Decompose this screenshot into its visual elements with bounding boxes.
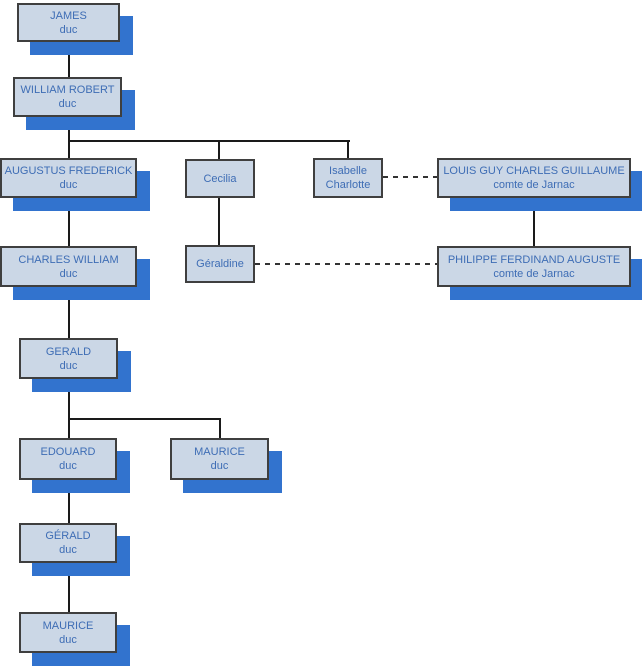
tree-node-gerald: GERALD duc: [19, 338, 118, 379]
tree-node-philippe: PHILIPPE FERDINAND AUGUSTE comte de Jarn…: [437, 246, 631, 287]
marriage-line-isabelle-louis: [383, 176, 437, 178]
person-name: MAURICE: [42, 619, 94, 632]
connector-edouard-gerald2: [68, 480, 70, 523]
person-name: JAMES: [50, 9, 87, 22]
person-name: MAURICE: [194, 446, 245, 458]
connector-william-augustus: [68, 117, 70, 158]
tree-node-maurice-1: MAURICE duc: [170, 438, 269, 480]
tree-node-edouard: EDOUARD duc: [19, 438, 117, 480]
connector-charles-gerald: [68, 287, 70, 338]
person-name: GERALD: [45, 345, 92, 358]
connector-branch-isabelle: [347, 140, 349, 158]
tree-node-augustus-frederick: AUGUSTUS FREDERICK duc: [0, 158, 137, 198]
person-title: duc: [59, 359, 78, 372]
person-title: duc: [58, 98, 77, 110]
connector-gerald2-maurice2: [68, 563, 70, 612]
person-name: Cecilia: [203, 172, 237, 185]
person-title: duc: [59, 633, 77, 646]
person-name: Géraldine: [196, 258, 244, 270]
person-name: CHARLES WILLIAM: [18, 253, 119, 266]
connector-branch-cecilia: [218, 140, 220, 159]
person-title: comte de Jarnac: [493, 267, 575, 280]
person-name-2: Charlotte: [325, 179, 371, 191]
connector-cecilia-geraldine: [218, 198, 220, 245]
tree-node-maurice-2: MAURICE duc: [19, 612, 117, 653]
person-title: duc: [59, 544, 77, 556]
tree-node-james: JAMES duc: [17, 3, 120, 42]
connector-branch-row3: [68, 140, 350, 142]
connector-louis-philippe: [533, 198, 535, 246]
tree-node-gerald-2: GÉRALD duc: [19, 523, 117, 563]
person-title: duc: [59, 460, 77, 472]
person-title: duc: [210, 460, 229, 472]
connector-james-william: [68, 42, 70, 77]
person-title: comte de Jarnac: [493, 179, 575, 191]
person-name: Isabelle: [329, 165, 367, 177]
connector-branch-maurice: [219, 418, 221, 438]
person-title: duc: [59, 267, 78, 280]
person-name: GÉRALD: [45, 530, 91, 542]
tree-node-geraldine: Géraldine: [185, 245, 255, 283]
person-title: duc: [59, 179, 78, 191]
connector-branch-row6: [68, 418, 221, 420]
connector-augustus-charles: [68, 198, 70, 246]
person-name: WILLIAM ROBERT: [20, 84, 115, 96]
tree-node-louis-guy: LOUIS GUY CHARLES GUILLAUME comte de Jar…: [437, 158, 631, 198]
person-title: duc: [59, 23, 78, 36]
tree-node-william-robert: WILLIAM ROBERT duc: [13, 77, 122, 117]
person-name: EDOUARD: [40, 446, 96, 458]
person-name: LOUIS GUY CHARLES GUILLAUME: [443, 165, 625, 177]
connector-gerald-edouard: [68, 379, 70, 438]
tree-node-charles-william: CHARLES WILLIAM duc: [0, 246, 137, 287]
marriage-line-geraldine-philippe: [255, 263, 437, 265]
person-name: AUGUSTUS FREDERICK: [4, 165, 133, 177]
tree-node-cecilia: Cecilia: [185, 159, 255, 198]
tree-node-isabelle-charlotte: Isabelle Charlotte: [313, 158, 383, 198]
person-name: PHILIPPE FERDINAND AUGUSTE: [447, 253, 621, 266]
